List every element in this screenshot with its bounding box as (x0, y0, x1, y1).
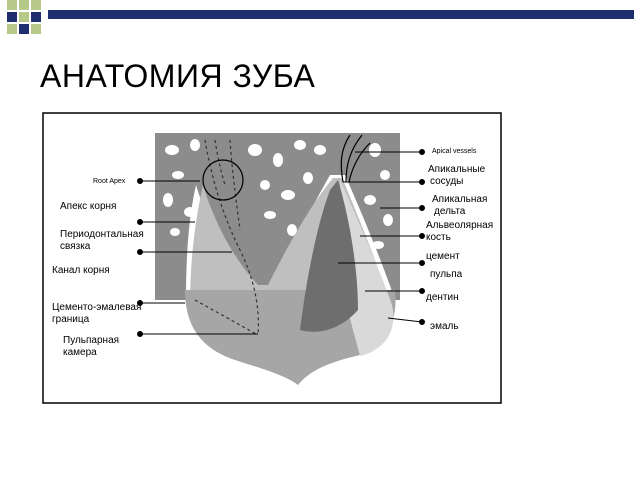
label-root-apex: Root Apex (93, 178, 126, 185)
deco-square (7, 24, 17, 34)
deco-square (19, 24, 29, 34)
label-cej-line1: Цементо-эмалевая (52, 302, 142, 313)
label-apical-vessels-en: Apical vessels (432, 148, 477, 155)
label-pulp: пульпа (430, 269, 463, 280)
apical-vessels (340, 134, 371, 183)
label-alveolar-line2: кость (426, 232, 451, 243)
label-vessels-line2: сосуды (430, 176, 464, 187)
leader-lines (137, 149, 425, 337)
label-delta-line1: Апикальная (432, 194, 488, 205)
label-vessels-line1: Апикальные (428, 164, 486, 175)
deco-square (7, 12, 17, 22)
pulp (300, 180, 358, 332)
label-alveolar-line1: Альвеолярная (426, 220, 494, 231)
deco-square (7, 0, 17, 10)
slide-title: АНАТОМИЯ ЗУБА (40, 58, 316, 94)
deco-square (31, 12, 41, 22)
deco-square (19, 0, 29, 10)
header-bar (48, 10, 634, 19)
label-periodontal-line2: связка (60, 241, 91, 252)
label-enamel: эмаль (430, 321, 459, 332)
apex-circle (202, 159, 244, 201)
label-periodontal-line1: Периодонтальная (60, 229, 144, 240)
label-pulp-chamber-line1: Пульпарная (63, 335, 120, 346)
label-canal: Канал корня (52, 265, 110, 276)
label-delta-line2: дельта (434, 206, 466, 217)
label-dentin: дентин (426, 292, 459, 303)
label-cej-line2: граница (52, 314, 90, 325)
bone-trabeculae (163, 139, 393, 249)
label-cement: цемент (426, 251, 460, 262)
corner-decoration (7, 0, 634, 34)
label-apex: Апекс корня (60, 201, 117, 212)
deco-square (31, 0, 41, 10)
canal-dashes (194, 139, 259, 336)
deco-square (19, 12, 29, 22)
label-pulp-chamber-line2: камера (63, 347, 97, 358)
deco-square (31, 24, 41, 34)
